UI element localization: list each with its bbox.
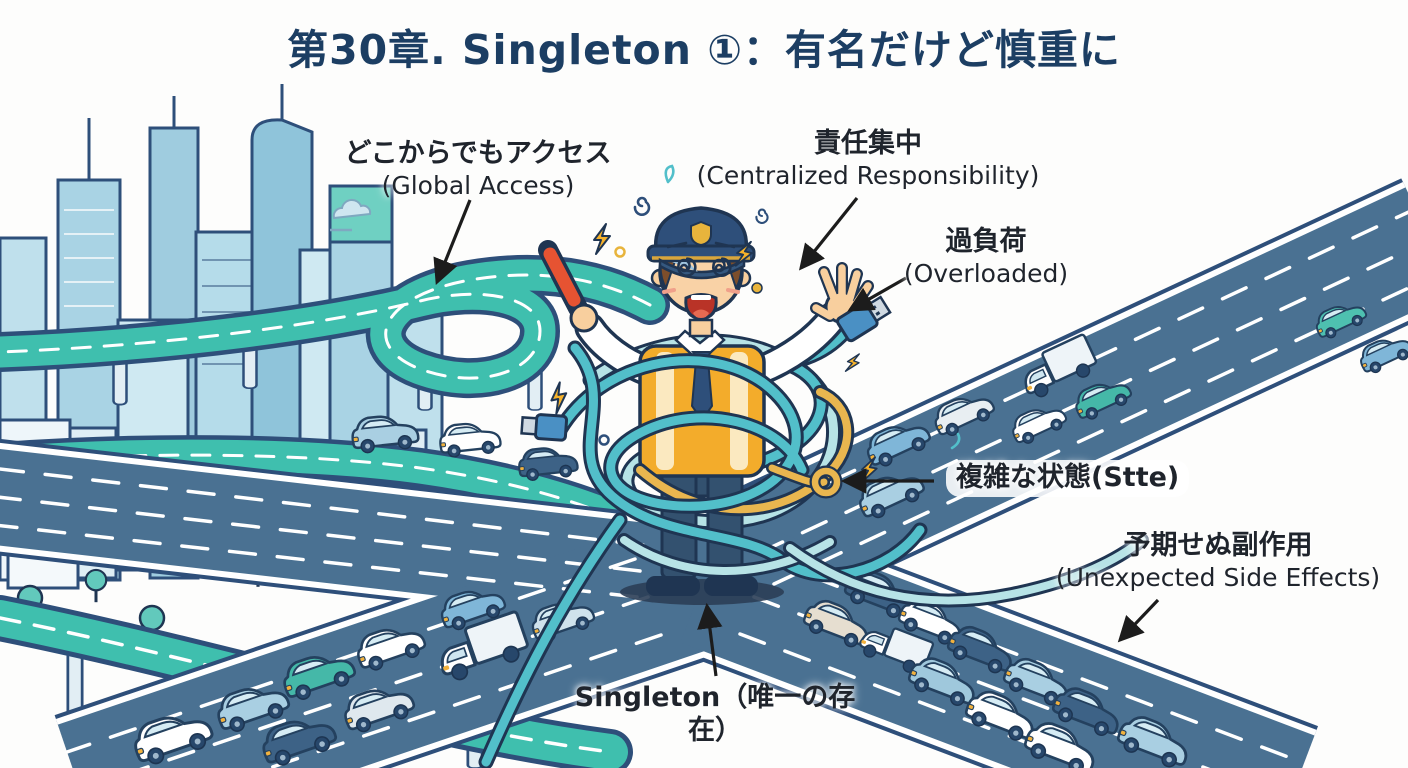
police-officer-figure <box>478 164 1149 768</box>
arrow-global-access <box>433 199 472 285</box>
label-overloaded-jp: 過負荷 <box>945 226 1027 257</box>
officer-shadow <box>620 579 784 605</box>
traffic-baton <box>538 240 599 333</box>
label-complex-state: 複雑な状態(Stte) <box>946 460 1190 497</box>
label-unexpected-side-effects-jp: 予期せぬ副作用 <box>1123 530 1313 561</box>
label-centralized-responsibility-jp: 責任集中 <box>814 128 922 159</box>
label-global-access-jp: どこからでもアクセス <box>344 138 612 169</box>
label-centralized-responsibility: 責任集中 (Centralized Responsibility) <box>688 128 1048 191</box>
label-unexpected-side-effects: 予期せぬ副作用 (Unexpected Side Effects) <box>1038 530 1398 593</box>
arrow-unexpected-side-effects <box>1117 598 1160 643</box>
label-singleton-jp: Singleton（唯一の存在） <box>574 682 856 746</box>
arrow-singleton <box>697 602 723 677</box>
confusion-swirl-icon <box>598 164 961 450</box>
cap-badge <box>690 220 712 247</box>
annotation-arrows <box>433 197 1160 677</box>
label-unexpected-side-effects-en: (Unexpected Side Effects) <box>1055 562 1381 592</box>
dizzy-spiral-eyes <box>666 241 736 277</box>
label-overloaded: 過負荷 (Overloaded) <box>878 226 1094 289</box>
label-singleton: Singleton（唯一の存在） <box>560 682 870 748</box>
usb-plug-icon <box>520 413 569 442</box>
label-global-access-en: (Global Access) <box>381 170 575 200</box>
label-overloaded-en: (Overloaded) <box>903 258 1069 288</box>
page-title: 第30章. Singleton ①：有名だけど慎重に <box>287 26 1121 74</box>
label-complex-state-jp: 複雑な状態(Stte) <box>946 460 1190 497</box>
cloud-icon <box>330 198 372 232</box>
label-global-access: どこからでもアクセス (Global Access) <box>308 138 648 201</box>
label-centralized-responsibility-en: (Centralized Responsibility) <box>696 160 1040 190</box>
tangled-cables-front <box>478 340 1149 768</box>
officer-head <box>646 206 756 338</box>
arrow-centralized-responsibility <box>799 197 859 271</box>
road-intersection <box>0 178 1408 768</box>
arrow-overloaded <box>847 276 907 312</box>
